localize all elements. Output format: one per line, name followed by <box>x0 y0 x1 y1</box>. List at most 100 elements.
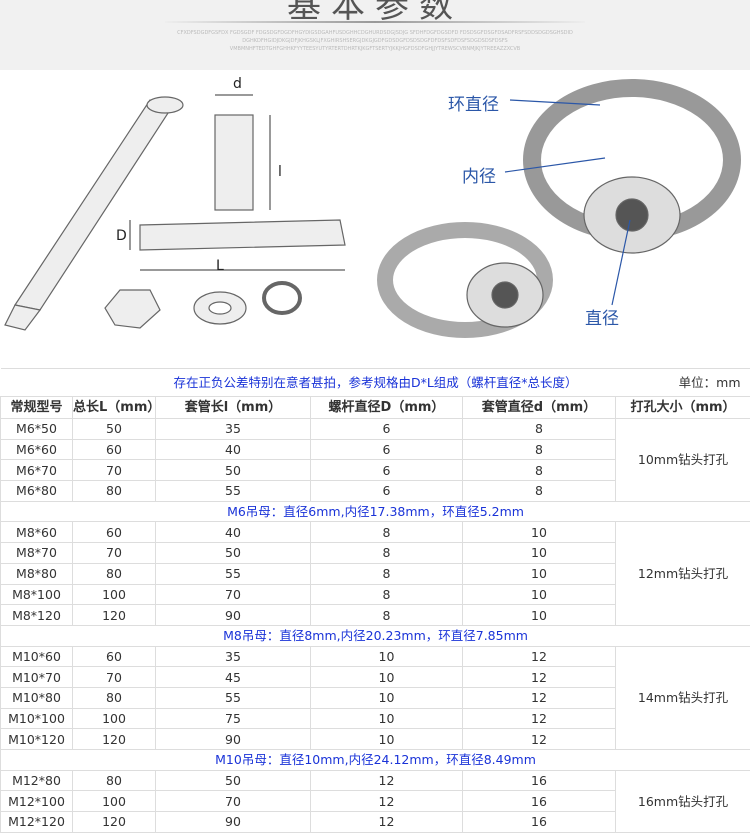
nut-note: M10吊母：直径10mm,内径24.12mm，环直径8.49mm <box>0 749 750 771</box>
table-cell: 8 <box>462 480 616 502</box>
table-cell: M6*80 <box>0 480 73 502</box>
table-cell: M6*60 <box>0 438 73 461</box>
nut-note: M6吊母：直径6mm,内径17.38mm，环直径5.2mm <box>0 500 750 523</box>
table-cell: M12*120 <box>0 811 73 833</box>
table-cell: 8 <box>462 459 616 482</box>
nut-note-row: M6吊母：直径6mm,内径17.38mm，环直径5.2mm <box>0 500 750 523</box>
table-cell: 70 <box>155 790 311 813</box>
drill-size-cell: 10mm钻头打孔 <box>614 418 750 502</box>
table-cell: M10*120 <box>0 728 73 750</box>
table-cell: 55 <box>155 562 311 585</box>
product-diagram: d l D L 环直径 内径 直径 <box>0 70 750 368</box>
table-cell: M12*100 <box>0 790 73 813</box>
label-d: d <box>233 76 242 92</box>
table-cell: 50 <box>155 769 311 792</box>
table-cell: 12 <box>310 811 463 833</box>
watermark-text: DGHKDFHGIDJDKGJDFJKHGSKLJFXGHIRSHSERGJDK… <box>242 38 508 44</box>
table-cell: 12 <box>310 769 463 792</box>
table-cell: 120 <box>72 811 156 833</box>
table-cell: 75 <box>155 707 311 730</box>
section-header: 基本参数 CFXDFSDGDFGSFDX FGDSGDF FDGSDGFDGDF… <box>0 0 750 70</box>
table-cell: 12 <box>462 686 616 709</box>
label-diameter: 直径 <box>585 309 619 329</box>
table-cell: 90 <box>155 728 311 750</box>
table-cell: 55 <box>155 480 311 502</box>
table-cell: 8 <box>310 604 463 626</box>
table-cell: 60 <box>72 645 156 668</box>
table-cell: 12 <box>462 666 616 688</box>
table-cell: 16 <box>462 769 616 792</box>
table-cell: 8 <box>310 542 463 564</box>
table-cell: M8*60 <box>0 521 73 544</box>
table-cell: 10 <box>462 542 616 564</box>
table-cell: 80 <box>72 686 156 709</box>
table-cell: 12 <box>462 707 616 730</box>
column-header: 打孔大小（mm） <box>614 396 750 419</box>
table-cell: 8 <box>310 521 463 544</box>
table-cell: 6 <box>310 459 463 482</box>
table-cell: 70 <box>155 583 311 606</box>
watermark-text: VMBMNHFTEDTGHFGHHKFYYTEESYUTYRTERTDHRTKJ… <box>229 46 521 52</box>
drill-size-cell: 16mm钻头打孔 <box>614 769 750 833</box>
table-cell: 10 <box>462 562 616 585</box>
table-cell: 50 <box>155 459 311 482</box>
table-cell: 10 <box>310 686 463 709</box>
table-cell: 35 <box>155 645 311 668</box>
table-cell: 90 <box>155 604 311 626</box>
table-cell: 12 <box>462 645 616 668</box>
column-header: 套管直径d（mm） <box>462 396 616 419</box>
table-cell: M10*60 <box>0 645 73 668</box>
table-cell: 45 <box>155 666 311 688</box>
table-cell: M10*80 <box>0 686 73 709</box>
divider <box>165 21 585 23</box>
drill-size-cell: 14mm钻头打孔 <box>614 645 750 751</box>
table-cell: 40 <box>155 521 311 544</box>
table-cell: 10 <box>310 666 463 688</box>
table-cell: M8*100 <box>0 583 73 606</box>
anchor-bolt-illustration <box>4 79 741 338</box>
table-cell: 40 <box>155 438 311 461</box>
table-cell: M10*100 <box>0 707 73 730</box>
table-cell: 10 <box>310 728 463 750</box>
table-cell: 80 <box>72 769 156 792</box>
table-cell: 80 <box>72 480 156 502</box>
table-cell: 16 <box>462 790 616 813</box>
table-cell: 16 <box>462 811 616 833</box>
table-cell: M8*120 <box>0 604 73 626</box>
table-cell: 8 <box>310 583 463 606</box>
table-cell: 100 <box>72 707 156 730</box>
column-header: 常规型号 <box>0 396 73 419</box>
table-cell: 120 <box>72 604 156 626</box>
table-cell: 12 <box>310 790 463 813</box>
table-cell: 6 <box>310 438 463 461</box>
table-cell: 100 <box>72 583 156 606</box>
label-inner-diameter: 内径 <box>462 167 496 187</box>
table-cell: 6 <box>310 418 463 440</box>
table-cell: 60 <box>72 521 156 544</box>
label-D: D <box>116 228 127 244</box>
caption: 存在正负公差特别在意者甚拍，参考规格由D*L组成（螺杆直径*总长度） <box>173 375 578 390</box>
table-cell: 70 <box>72 459 156 482</box>
label-ring-diameter: 环直径 <box>448 95 499 115</box>
nut-note-row: M8吊母：直径8mm,内径20.23mm，环直径7.85mm <box>0 624 750 647</box>
label-l: l <box>278 164 282 180</box>
column-header: 螺杆直径D（mm） <box>310 396 463 419</box>
table-cell: 8 <box>462 438 616 461</box>
table-cell: 60 <box>72 438 156 461</box>
header-row: 常规型号 总长L（mm） 套管长l（mm） 螺杆直径D（mm） 套管直径d（mm… <box>0 396 750 419</box>
table-cell: 120 <box>72 728 156 750</box>
table-cell: M10*70 <box>0 666 73 688</box>
table-cell: 10 <box>462 521 616 544</box>
table-cell: 90 <box>155 811 311 833</box>
table-cell: 70 <box>72 666 156 688</box>
table-cell: M6*50 <box>0 418 73 440</box>
